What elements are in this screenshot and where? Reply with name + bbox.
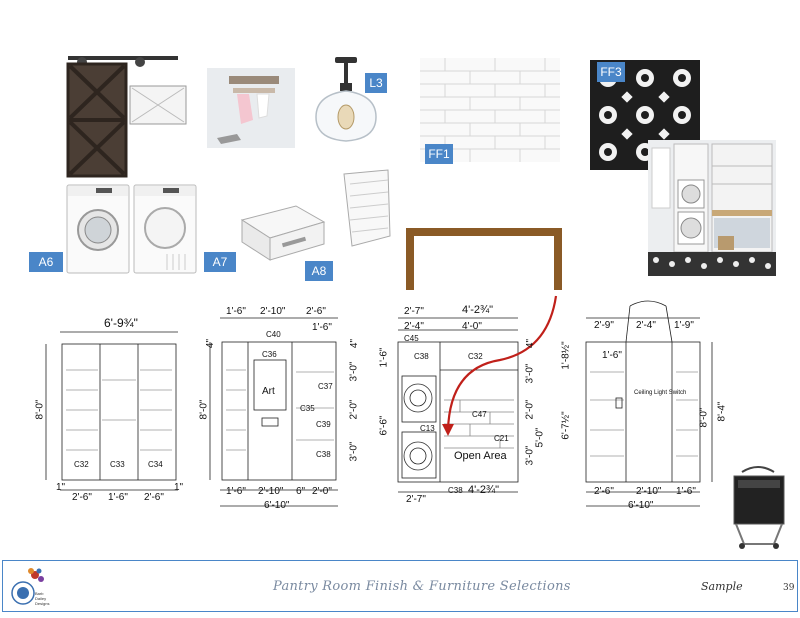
- elev2-sub-dim: 1'-6": [312, 322, 332, 333]
- elev2-label-c40: C40: [266, 330, 281, 339]
- page-number: 39: [783, 583, 795, 593]
- laundry-cart-image: [728, 460, 790, 552]
- elev2-bottom-dim-2: 2'-10": [258, 486, 284, 497]
- elev4-far-right-2: 8'-4": [716, 401, 728, 422]
- elev2-label-c37: C37: [318, 382, 333, 391]
- elev1-label-c32: C32: [74, 460, 89, 469]
- elev1-right-small: 1": [174, 482, 184, 493]
- elev2-label-c35: C35: [300, 404, 315, 413]
- elev3-label-c13: C13: [420, 424, 435, 433]
- elev2-left-small: 4": [205, 338, 217, 349]
- elev2-top-dim-1: 1'-6": [226, 306, 246, 317]
- elev3-label-c21: C21: [494, 434, 509, 443]
- tag-ff1: FF1: [425, 144, 453, 164]
- elev4-sub-dim: 1'-6": [602, 350, 622, 361]
- tag-l3: L3: [365, 73, 387, 93]
- elev3-label-c38b: C38: [448, 486, 463, 495]
- elev4-top-dim-3: 1'-9": [674, 320, 694, 331]
- elev1-top-width: 6'-9¾": [104, 316, 138, 330]
- elev3-far-right-2: 5'-0": [534, 427, 546, 448]
- barn-door-image: [60, 50, 190, 180]
- elev1-left-small: 1": [56, 482, 66, 493]
- elev3-label-c47: C47: [472, 410, 487, 419]
- elev2-bottom-dim-4: 2'-0": [312, 486, 332, 497]
- elev3-left-dim-1: 1'-6": [378, 347, 390, 368]
- logo-text: Barb Dailey Designs: [35, 591, 50, 606]
- footer-bar: Barb Dailey Designs Pantry Room Finish &…: [2, 560, 798, 612]
- tag-a8: A8: [305, 261, 333, 281]
- elev3-bottom-dim-1: 2'-7": [406, 494, 426, 505]
- elevation-drawings: [45, 295, 713, 507]
- elev3-open-area: Open Area: [454, 450, 507, 462]
- elev3-top-dim-2: 4'-2¾": [462, 304, 494, 316]
- tag-a6: A6: [29, 252, 63, 272]
- footer-sample: Sample: [701, 580, 743, 593]
- elev4-bottom-dim-1: 2'-6": [594, 486, 614, 497]
- elev4-top-dim-1: 2'-9": [594, 320, 614, 331]
- elev3-bottom-dim-2: 4'-2¾": [468, 484, 500, 496]
- elev1-bottom-dim-2: 1'-6": [108, 492, 128, 503]
- pedestal-drawer-image: [238, 200, 328, 265]
- elev3-label-c32: C32: [468, 352, 483, 361]
- elev3-top-dim-1: 2'-7": [404, 306, 424, 317]
- elev2-top-dim-2: 2'-10": [260, 306, 286, 317]
- elev4-right-dim: 1'-8½": [560, 341, 572, 370]
- elev1-height: 8'-0": [34, 399, 46, 420]
- laundry-room-photo: [648, 140, 776, 276]
- wood-frame-plan: [398, 226, 568, 298]
- elev4-ceiling-label: Ceiling Light Switch: [634, 390, 687, 396]
- elev3-sub-dim-1: 2'-4": [404, 321, 424, 332]
- elev2-label-c36: C36: [262, 350, 277, 359]
- elev3-far-right-1: 6'-7½": [560, 411, 572, 440]
- elev4-bottom-dim-2: 2'-10": [636, 486, 662, 497]
- elev2-right-dim-1: 4": [349, 338, 361, 349]
- footer-title: Pantry Room Finish & Furniture Selection…: [273, 579, 571, 594]
- elev4-overall: 6'-10": [628, 500, 654, 511]
- elev4-far-right-1: 8'-0": [698, 407, 710, 428]
- elev4-bottom-dim-3: 1'-6": [676, 486, 696, 497]
- elev2-right-dim-2: 3'-0": [348, 361, 360, 382]
- elev2-bottom-dim-1: 1'-6": [226, 486, 246, 497]
- elev2-center-label: Art: [262, 386, 275, 397]
- elev1-label-c34: C34: [148, 460, 163, 469]
- elev3-right-dim-2: 3'-0": [524, 363, 536, 384]
- elev2-right-dim-4: 3'-0": [348, 441, 360, 462]
- elev3-label-c38a: C38: [414, 352, 429, 361]
- elev3-sub-dim-2: 4'-0": [462, 321, 482, 332]
- elev2-height: 8'-0": [198, 399, 210, 420]
- pendant-light-image: [308, 55, 398, 150]
- washer-image: [66, 184, 130, 274]
- elev2-label-c39: C39: [316, 420, 331, 429]
- elev1-bottom-dim-1: 2'-6": [72, 492, 92, 503]
- elev3-right-dim-3: 2'-0": [524, 399, 536, 420]
- drying-rack-image: [207, 68, 295, 148]
- elev2-bottom-dim-3: 6": [296, 486, 306, 497]
- elev2-label-c38: C38: [316, 450, 331, 459]
- elev2-overall: 6'-10": [264, 500, 290, 511]
- wall-drying-rack-image: [340, 166, 395, 251]
- elev2-right-dim-3: 2'-0": [348, 399, 360, 420]
- tag-a7: A7: [204, 252, 236, 272]
- elev3-right-dim-4: 3'-0": [524, 445, 536, 466]
- tag-ff3: FF3: [597, 62, 625, 82]
- dryer-image: [133, 184, 197, 274]
- company-logo: Barb Dailey Designs: [9, 565, 51, 607]
- elev2-top-dim-3: 2'-6": [306, 306, 326, 317]
- elev4-top-dim-2: 2'-4": [636, 320, 656, 331]
- elev3-label-c45: C45: [404, 334, 419, 343]
- elev1-label-c33: C33: [110, 460, 125, 469]
- elev3-left-dim-2: 6'-6": [378, 415, 390, 436]
- elev1-bottom-dim-3: 2'-6": [144, 492, 164, 503]
- elev3-right-dim-1: 4": [525, 338, 537, 349]
